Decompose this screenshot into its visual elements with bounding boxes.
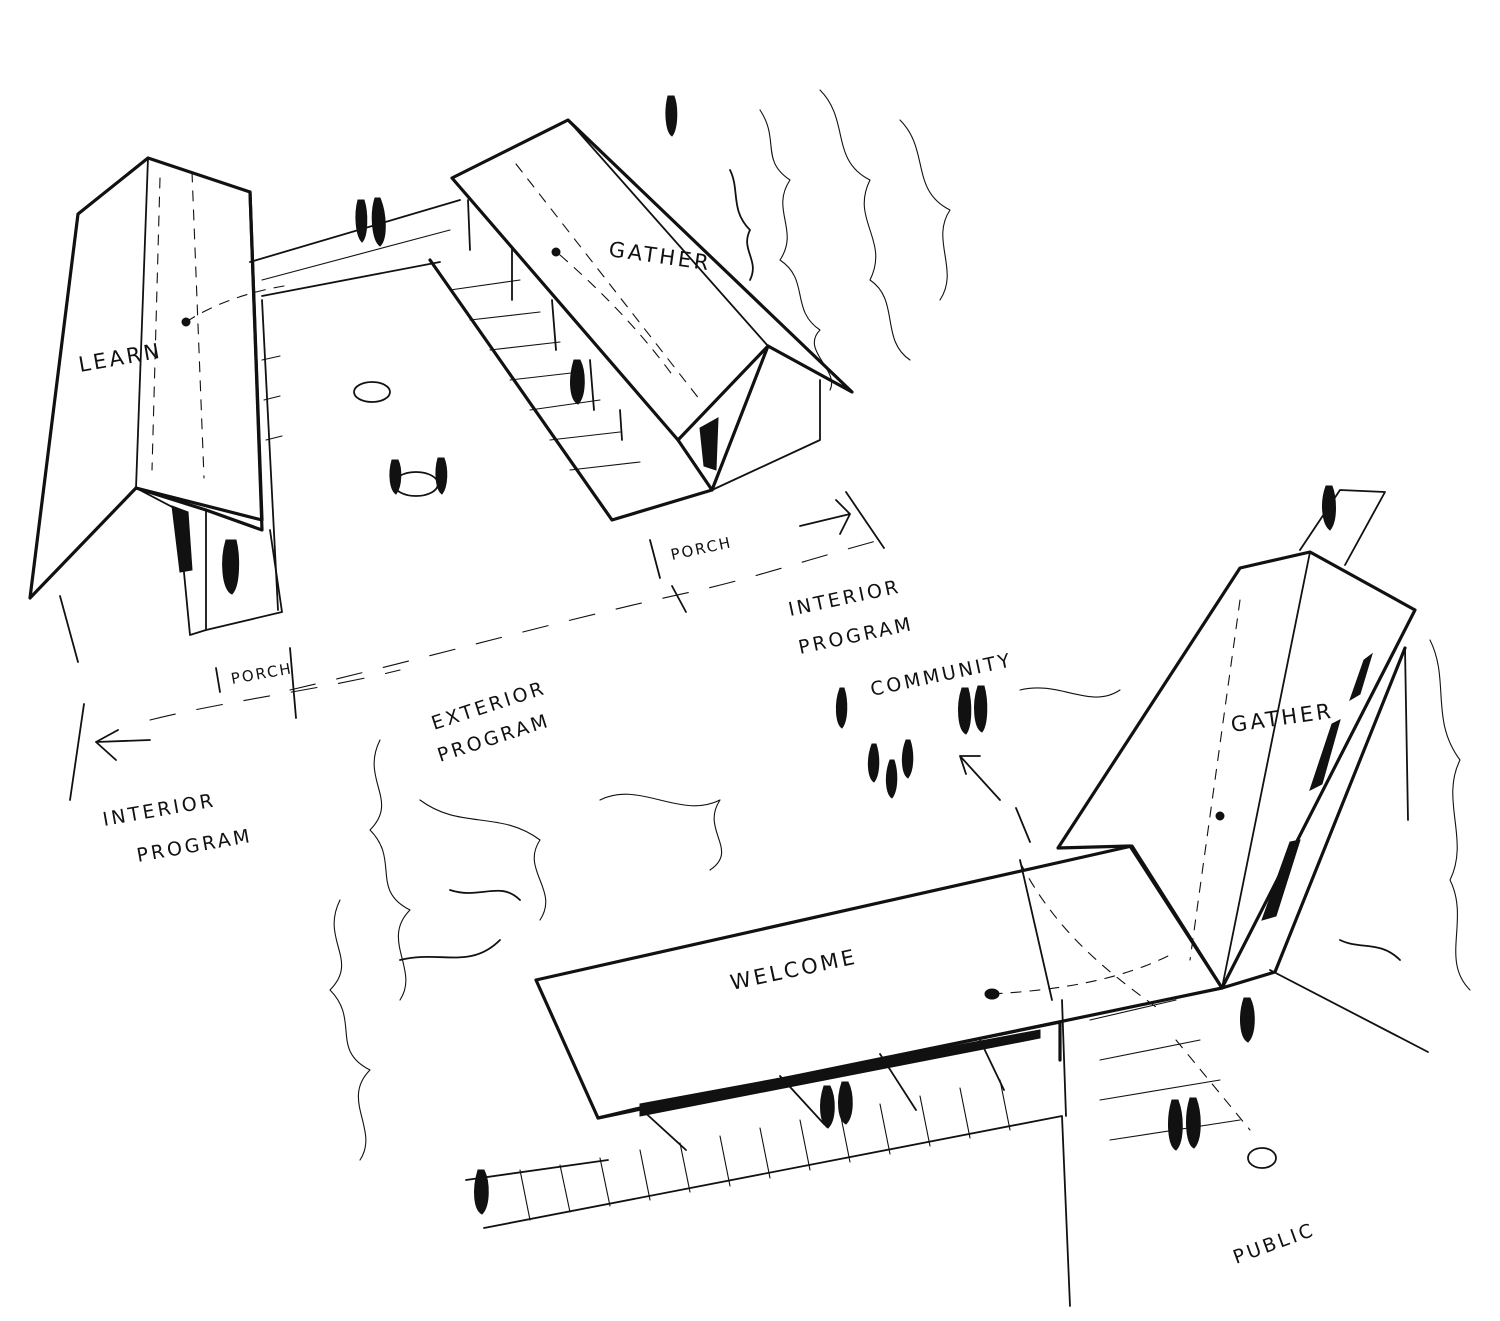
welcome-building bbox=[465, 844, 1224, 1307]
label-porch-left: PORCH bbox=[230, 659, 294, 688]
label-interior-left-1: INTERIOR bbox=[101, 789, 217, 831]
label-interior-left-2: PROGRAM bbox=[135, 825, 254, 867]
label-porch-mid: PORCH bbox=[669, 533, 734, 564]
label-community: COMMUNITY bbox=[868, 649, 1014, 701]
label-public: PUBLIC bbox=[1230, 1219, 1318, 1269]
learn-building bbox=[28, 156, 291, 663]
gather-top-building bbox=[428, 118, 854, 522]
courtyard-figures bbox=[353, 95, 988, 799]
gather-right-building bbox=[1056, 485, 1417, 990]
labels: LEARN GATHER GATHER WELCOME PORCH PORCH … bbox=[77, 237, 1335, 1269]
label-interior-right-1: INTERIOR bbox=[786, 576, 902, 621]
walkway-top bbox=[249, 197, 461, 297]
label-gather-right: GATHER bbox=[1229, 699, 1335, 737]
zone-lines bbox=[69, 491, 1031, 843]
label-learn: LEARN bbox=[77, 339, 165, 377]
public-walk bbox=[1061, 969, 1429, 1169]
label-interior-right-2: PROGRAM bbox=[796, 613, 915, 659]
label-welcome: WELCOME bbox=[728, 945, 859, 995]
trees bbox=[329, 89, 1471, 1161]
